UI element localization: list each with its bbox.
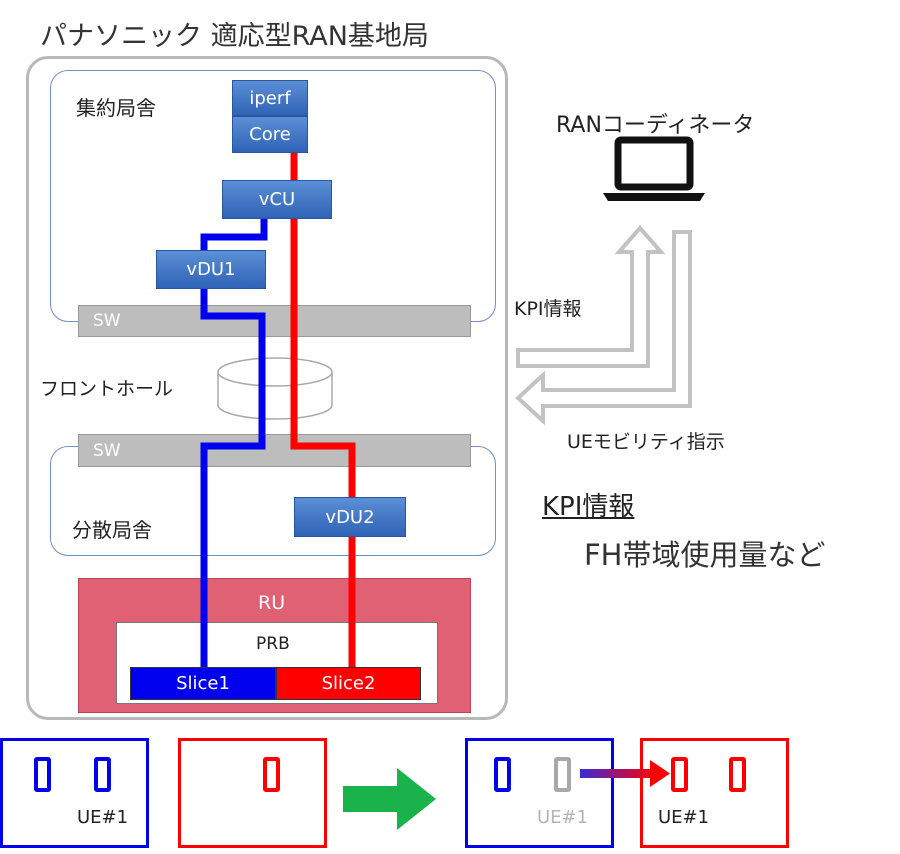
phone-icon — [34, 757, 51, 792]
ue-mobility-label: UEモビリティ指示 — [567, 431, 725, 453]
ran-coordinator-label: RANコーディネータ — [556, 113, 755, 138]
cell-blue-right — [465, 738, 614, 848]
ue1-ghost-label: UE#1 — [537, 807, 589, 828]
slice2-block: Slice2 — [276, 667, 421, 700]
phone-ghost-icon — [554, 757, 571, 792]
kpi-arrow-label: KPI情報 — [514, 298, 582, 320]
central-station-label: 集約局舎 — [76, 96, 156, 120]
kpi-note-heading: KPI情報 — [542, 492, 635, 522]
cell-red-right — [640, 738, 789, 848]
sw-bar-top: SW — [78, 305, 471, 337]
fronthaul-label: フロントホール — [40, 378, 174, 400]
kpi-note-body: FH帯域使用量など — [584, 538, 826, 572]
phone-icon — [94, 757, 111, 792]
vcu-block: vCU — [222, 180, 332, 219]
prb-label: PRB — [256, 634, 290, 654]
base-station-frame — [26, 56, 508, 720]
core-block: Core — [232, 116, 308, 153]
distributed-station-label: 分散局舎 — [72, 518, 152, 542]
ue1-label-right: UE#1 — [658, 807, 710, 828]
cell-blue-left — [0, 738, 149, 848]
ue1-label-left: UE#1 — [77, 807, 129, 828]
iperf-block: iperf — [232, 80, 308, 116]
slice1-block: Slice1 — [130, 667, 276, 700]
sw-bar-bottom: SW — [78, 434, 471, 467]
phone-icon — [729, 757, 746, 792]
phone-icon — [671, 757, 688, 792]
vdu1-block: vDU1 — [156, 250, 266, 289]
cell-red-left — [178, 738, 327, 848]
phone-icon — [494, 757, 511, 792]
diagram-title: パナソニック 適応型RAN基地局 — [40, 21, 429, 52]
ru-label: RU — [258, 592, 286, 614]
phone-icon — [263, 757, 280, 792]
vdu2-block: vDU2 — [294, 497, 406, 537]
